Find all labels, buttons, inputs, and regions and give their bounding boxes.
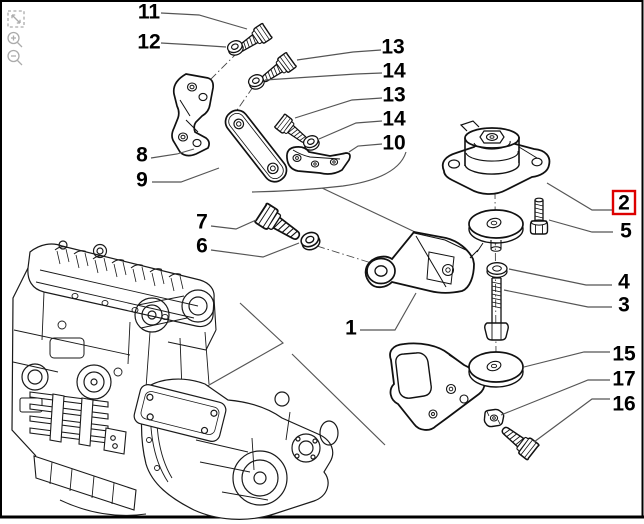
washer-4	[486, 262, 508, 278]
callout-leader-10	[348, 143, 383, 153]
bracket-10	[286, 146, 351, 175]
callout-12-1[interactable]: 12	[137, 31, 160, 54]
callout-16-18[interactable]: 16	[612, 393, 635, 416]
callout-7-9[interactable]: 7	[196, 211, 208, 234]
mount-15-disc	[468, 351, 524, 388]
callout-5-13[interactable]: 5	[620, 220, 632, 243]
callout-4-14[interactable]: 4	[618, 271, 630, 294]
fit-view-icon[interactable]	[7, 10, 25, 28]
transmission	[133, 378, 339, 520]
engine-mount-2	[441, 120, 551, 195]
callout-leader-4	[508, 268, 612, 286]
mount-bracket-15	[389, 342, 486, 431]
callout-leader-17	[500, 379, 610, 416]
callout-leader-13	[294, 97, 383, 119]
gearbox-mount-pad	[133, 384, 227, 442]
valve-cover	[27, 240, 215, 328]
callout-leader-1	[360, 292, 417, 331]
callout-13-2[interactable]: 13	[381, 36, 404, 59]
callout-leader-2	[546, 182, 612, 211]
callout-leader-6	[210, 242, 300, 258]
callout-leader-12	[160, 42, 227, 48]
callout-leader-5	[548, 219, 613, 233]
engine-block	[11, 267, 210, 457]
callout-13-4[interactable]: 13	[382, 84, 405, 107]
callout-leader-16	[533, 398, 610, 443]
callout-leader-3	[503, 289, 612, 308]
zoom-in-icon[interactable]	[7, 31, 23, 48]
bracket-1	[364, 231, 484, 294]
viewer-toolbar	[7, 10, 25, 66]
callout-10-6[interactable]: 10	[382, 132, 405, 155]
page-border-bottom	[0, 515, 644, 519]
zoom-out-icon[interactable]	[7, 49, 23, 66]
callout-leader-13	[296, 49, 382, 61]
parts	[171, 22, 551, 461]
callout-leader-15	[523, 351, 610, 368]
selected-callout-box	[611, 189, 637, 216]
nut-17	[483, 408, 505, 428]
callout-14-3[interactable]: 14	[382, 60, 406, 83]
callout-2-12[interactable]: 2	[618, 192, 630, 215]
callout-leader-14	[264, 72, 383, 81]
callout-15-16[interactable]: 15	[612, 343, 636, 366]
callout-17-17[interactable]: 17	[612, 368, 635, 391]
callout-leader-11	[160, 12, 248, 30]
callout-3-15[interactable]: 3	[618, 294, 630, 317]
association-lines	[194, 151, 416, 446]
bolt-3	[484, 277, 509, 341]
callout-8-7[interactable]: 8	[136, 144, 148, 167]
bracket-9	[224, 109, 288, 183]
washer-6	[298, 229, 323, 254]
callout-leader-14	[318, 120, 383, 140]
cam-drive-end	[134, 289, 217, 351]
engine-assembly	[11, 240, 339, 520]
callout-14-5[interactable]: 14	[382, 108, 406, 131]
callout-leader-7	[210, 219, 257, 230]
callout-9-8[interactable]: 9	[136, 169, 148, 192]
bolt-7	[253, 202, 306, 248]
callout-1-11[interactable]: 1	[345, 317, 357, 340]
callout-leader-8	[150, 148, 195, 159]
bolt-16	[496, 420, 541, 461]
callout-11-0[interactable]: 11	[138, 1, 161, 24]
bracket-1-disc	[468, 209, 524, 252]
callout-leader-9	[152, 167, 220, 183]
callout-6-10[interactable]: 6	[196, 235, 208, 258]
exhaust-manifold	[29, 391, 127, 455]
oil-pan	[33, 455, 147, 516]
bracket-8	[171, 73, 214, 157]
bolt-5	[529, 197, 549, 235]
washer-12	[225, 37, 246, 58]
